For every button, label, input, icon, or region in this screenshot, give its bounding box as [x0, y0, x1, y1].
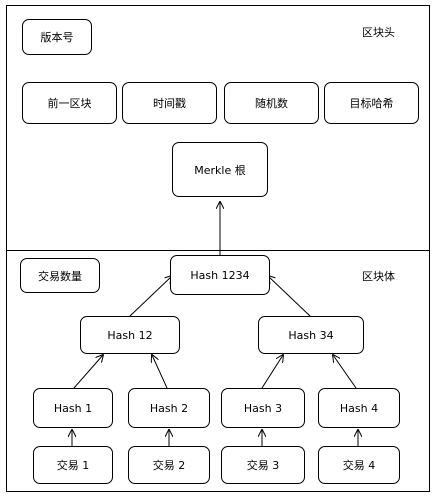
arrow-hash1-to-hash12 [73, 355, 103, 389]
hash-1234-box: Hash 1234 [170, 255, 270, 295]
arrow-hash12-to-hash1234 [129, 276, 172, 317]
version-box: 版本号 [22, 19, 92, 55]
arrow-hash2-to-hash12 [152, 355, 168, 389]
tx-3-box: 交易 3 [221, 446, 305, 484]
hash-34-box: Hash 34 [258, 316, 364, 354]
arrow-hash4-to-hash34 [333, 355, 357, 389]
arrow-hash3-to-hash34 [261, 355, 283, 389]
timestamp-box: 时间戳 [122, 82, 217, 124]
tx-4-box: 交易 4 [318, 446, 400, 484]
prev-block-box: 前一区块 [22, 82, 117, 124]
target-hash-box: 目标哈希 [324, 82, 419, 124]
tx-count-box: 交易数量 [20, 258, 100, 293]
hash-1-box: Hash 1 [33, 388, 113, 428]
hash-3-box: Hash 3 [221, 388, 305, 428]
tx-1-box: 交易 1 [33, 446, 113, 484]
hash-4-box: Hash 4 [318, 388, 400, 428]
block-body-label: 区块体 [362, 270, 395, 283]
nonce-box: 随机数 [224, 82, 319, 124]
hash-2-box: Hash 2 [128, 388, 210, 428]
hash-12-box: Hash 12 [80, 316, 180, 354]
merkle-root-box: Merkle 根 [172, 142, 268, 197]
block-header-label: 区块头 [362, 26, 395, 39]
arrow-hash34-to-hash1234 [268, 276, 311, 317]
tx-2-box: 交易 2 [128, 446, 210, 484]
